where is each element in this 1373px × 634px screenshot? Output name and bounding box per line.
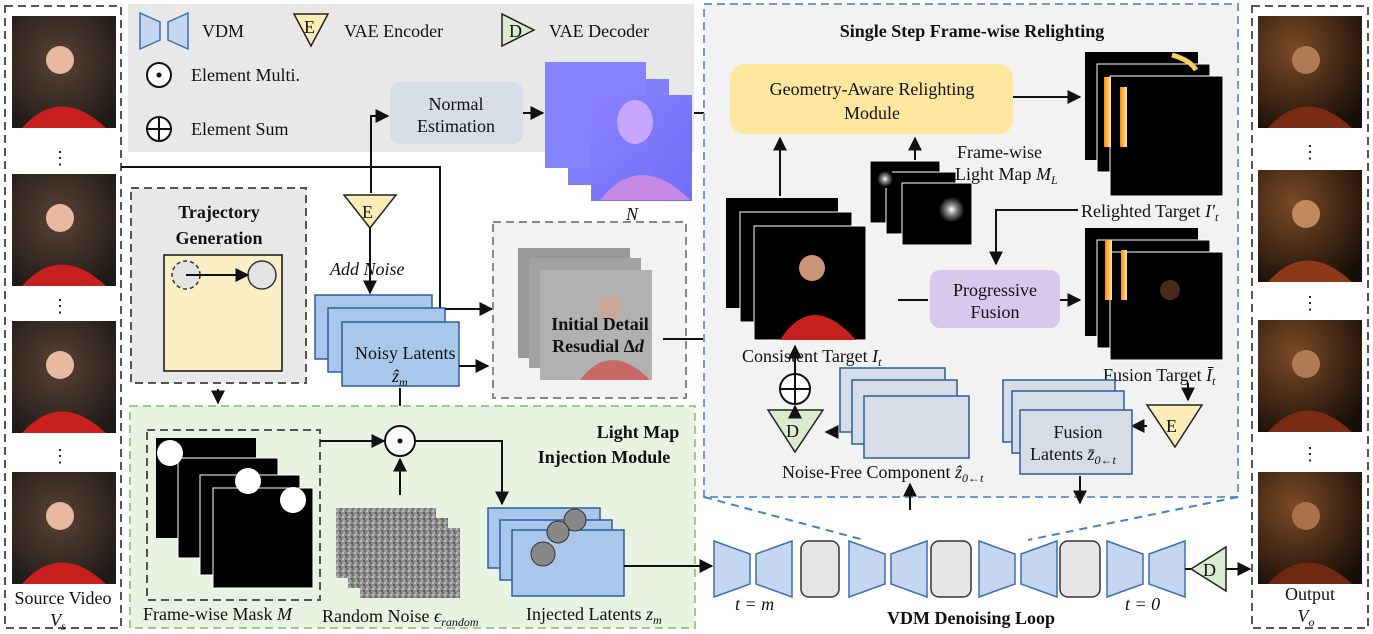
t-start-label: t = m xyxy=(735,594,774,614)
output-label: Output xyxy=(1285,584,1335,604)
output-frame-4 xyxy=(1258,472,1362,584)
source-frame-4 xyxy=(12,472,116,584)
geometry-module-box xyxy=(730,64,1013,134)
t-end-label: t = 0 xyxy=(1125,594,1160,614)
vdm-denoising-chain xyxy=(713,539,1186,599)
arrow-source-to-normal xyxy=(370,109,390,167)
vae-encoder-1 xyxy=(342,194,398,230)
output-frame-3 xyxy=(1258,320,1362,432)
decoder-icon-letter: D xyxy=(509,21,522,41)
source-frame-3 xyxy=(12,321,116,433)
arrow-source-to-residual xyxy=(121,166,494,316)
source-video-frame xyxy=(4,5,122,629)
residual-line2: Resudial Δd xyxy=(552,336,645,356)
relighted-target-label: Relighted Target I′t xyxy=(1081,201,1219,224)
geometry-module-line1: Geometry-Aware Relighting xyxy=(770,79,975,99)
output-frame-2 xyxy=(1258,170,1362,282)
ellipsis-3: ⋮ xyxy=(51,446,69,466)
source-frame-2 xyxy=(12,174,116,286)
ellipsis-5: ⋮ xyxy=(1301,293,1319,313)
light-map-stack xyxy=(869,160,973,246)
normal-symbol: N xyxy=(625,204,639,224)
noise-free-stack xyxy=(839,367,970,459)
legend-element-sum: Element Sum xyxy=(191,119,289,139)
geometry-module-line2: Module xyxy=(844,103,900,123)
arrow-relighted-to-fusion xyxy=(989,209,1078,266)
injected-latents-label: Injected Latents zm xyxy=(526,604,662,627)
injection-title-2: Injection Module xyxy=(538,447,671,467)
zoom-line-left xyxy=(703,496,865,541)
progressive-fusion-line2: Fusion xyxy=(970,302,1019,322)
normal-estimation-line2: Estimation xyxy=(417,116,495,136)
injection-title-1: Light Map xyxy=(597,422,680,442)
trajectory-title-1: Trajectory xyxy=(178,202,260,222)
injected-latents-stack xyxy=(487,507,625,597)
normal-estimation-box xyxy=(390,82,523,144)
ellipsis-6: ⋮ xyxy=(1301,444,1319,464)
consistent-target-label: Consistent Target It xyxy=(742,346,882,369)
decoder-icon xyxy=(501,12,536,48)
denoising-title: VDM Denoising Loop xyxy=(887,608,1055,628)
normal-estimation-line1: Normal xyxy=(429,94,484,114)
progressive-fusion-box xyxy=(930,270,1060,328)
encoder-icon xyxy=(292,13,330,48)
vae-encoder-2 xyxy=(1145,404,1204,449)
source-video-symbol: Vs xyxy=(50,610,66,633)
add-noise-label: Add Noise xyxy=(329,259,405,279)
progressive-fusion-line1: Progressive xyxy=(953,280,1037,300)
zoom-line-right xyxy=(1027,496,1239,541)
encoder-icon-letter: E xyxy=(304,17,315,37)
normal-map-stack xyxy=(545,62,692,201)
residual-line1: Initial Detail xyxy=(551,314,649,334)
legend-decoder: VAE Decoder xyxy=(549,21,649,41)
legend-vdm: VDM xyxy=(202,21,244,41)
fusion-latents-stack xyxy=(1002,379,1133,475)
consistent-target-stack xyxy=(726,198,867,341)
output-frame-1 xyxy=(1258,16,1362,128)
ellipsis-2: ⋮ xyxy=(51,296,69,316)
residual-stack xyxy=(518,248,652,380)
noisy-latents-stack xyxy=(314,294,460,387)
trajectory-title-2: Generation xyxy=(176,228,263,248)
trajectory-end-circle xyxy=(247,260,277,290)
output-frames xyxy=(1258,16,1362,584)
source-video-label: Source Video xyxy=(14,588,111,608)
ellipsis-4: ⋮ xyxy=(1301,142,1319,162)
vae-encoder-1-letter: E xyxy=(362,202,373,222)
vdm-icon xyxy=(139,11,189,51)
relighted-target-stack xyxy=(1085,52,1224,197)
mask-stack xyxy=(156,438,314,589)
vae-decoder-2-letter: D xyxy=(1203,560,1216,580)
fusion-target-label: Fusion Target Īt xyxy=(1103,365,1216,388)
noise-free-label: Noise-Free Component ẑ0←t xyxy=(782,462,984,485)
legend-element-multi: Element Multi. xyxy=(191,65,300,85)
fusion-latents-line2: Latents z̄0←t xyxy=(1030,444,1117,467)
light-map-line2: Light Map ML xyxy=(955,164,1058,187)
noisy-latents-symbol: ẑm xyxy=(391,366,408,389)
output-symbol: Vo xyxy=(1298,606,1315,629)
relighting-title: Single Step Frame-wise Relighting xyxy=(840,21,1104,41)
arrow-multi-to-injected xyxy=(415,440,509,506)
random-noise-label: Random Noise ϵrandom xyxy=(322,606,479,629)
frame-mask-label: Frame-wise Mask M xyxy=(143,604,293,624)
noisy-latents-label: Noisy Latents xyxy=(355,343,456,363)
fusion-latents-line1: Fusion xyxy=(1053,422,1102,442)
source-frames xyxy=(12,16,116,584)
source-frame-1 xyxy=(12,16,116,128)
random-noise-stack xyxy=(336,508,460,598)
ellipsis-1: ⋮ xyxy=(51,148,69,168)
output-video-frame xyxy=(1251,5,1369,629)
vae-encoder-2-letter: E xyxy=(1166,416,1177,436)
fusion-target-stack xyxy=(1085,228,1224,361)
legend-encoder: VAE Encoder xyxy=(344,21,443,41)
vae-decoder-1-letter: D xyxy=(786,421,799,441)
light-map-line1: Frame-wise xyxy=(957,142,1042,162)
mask-frame xyxy=(146,429,321,601)
